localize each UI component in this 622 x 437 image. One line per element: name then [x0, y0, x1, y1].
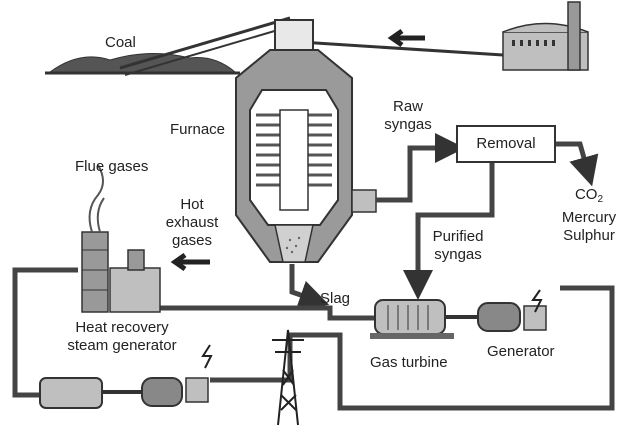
- flue-gases-label: Flue gases: [75, 158, 149, 175]
- heat-recovery-plant: [81, 164, 161, 313]
- sulphur-label: Sulphur: [563, 227, 615, 244]
- emissions-pipe: [556, 141, 599, 187]
- raw-syngas-line2: syngas: [384, 116, 432, 133]
- raw-syngas-label: Raw syngas: [382, 98, 434, 134]
- generator: [477, 289, 547, 332]
- purified-syngas-label: Purified syngas: [422, 228, 494, 264]
- power-plant-building: [299, 1, 589, 71]
- coal-label: Coal: [105, 34, 136, 51]
- heat-recovery-line1: Heat recovery: [75, 319, 169, 336]
- raw-syngas-pipe: [376, 133, 465, 203]
- steam-turbine: [39, 344, 213, 409]
- gas-turbine: [370, 299, 478, 339]
- slag-label: Slag: [320, 290, 351, 307]
- heat-recovery-line2: steam generator: [67, 337, 177, 354]
- lightning-icon: [531, 289, 543, 313]
- removal-label: Removal: [476, 135, 536, 152]
- purified-syngas-line2: syngas: [434, 246, 482, 263]
- emissions-label: CO2 Mercury Sulphur: [556, 186, 622, 245]
- co2-text: CO: [574, 186, 598, 203]
- furnace-label: Furnace: [170, 121, 226, 138]
- co2-subscript: 2: [597, 194, 604, 205]
- hot-exhaust-line3: gases: [171, 232, 213, 249]
- slag-pipe: [289, 264, 330, 310]
- coal-conveyor: [119, 16, 296, 76]
- purified-syngas-pipe: [403, 163, 495, 300]
- co2-label: CO2: [556, 186, 622, 209]
- gas-turbine-label: Gas turbine: [370, 354, 448, 371]
- furnace: [235, 19, 377, 263]
- mercury-label: Mercury: [561, 209, 617, 226]
- pylon: [272, 329, 304, 426]
- removal-box: Removal: [456, 125, 556, 163]
- arrow-icon: [387, 28, 425, 48]
- purified-syngas-line1: Purified: [432, 228, 484, 245]
- raw-syngas-line1: Raw: [392, 98, 423, 115]
- arrow-icon: [170, 252, 210, 272]
- hot-exhaust-label: Hot exhaust gases: [164, 196, 220, 250]
- lightning-icon: [201, 344, 213, 369]
- steam-loop: [12, 267, 615, 411]
- generator-label: Generator: [487, 343, 555, 360]
- hot-exhaust-line1: Hot: [180, 196, 204, 213]
- heat-recovery-label: Heat recovery steam generator: [52, 319, 192, 355]
- hot-exhaust-line2: exhaust: [165, 214, 219, 231]
